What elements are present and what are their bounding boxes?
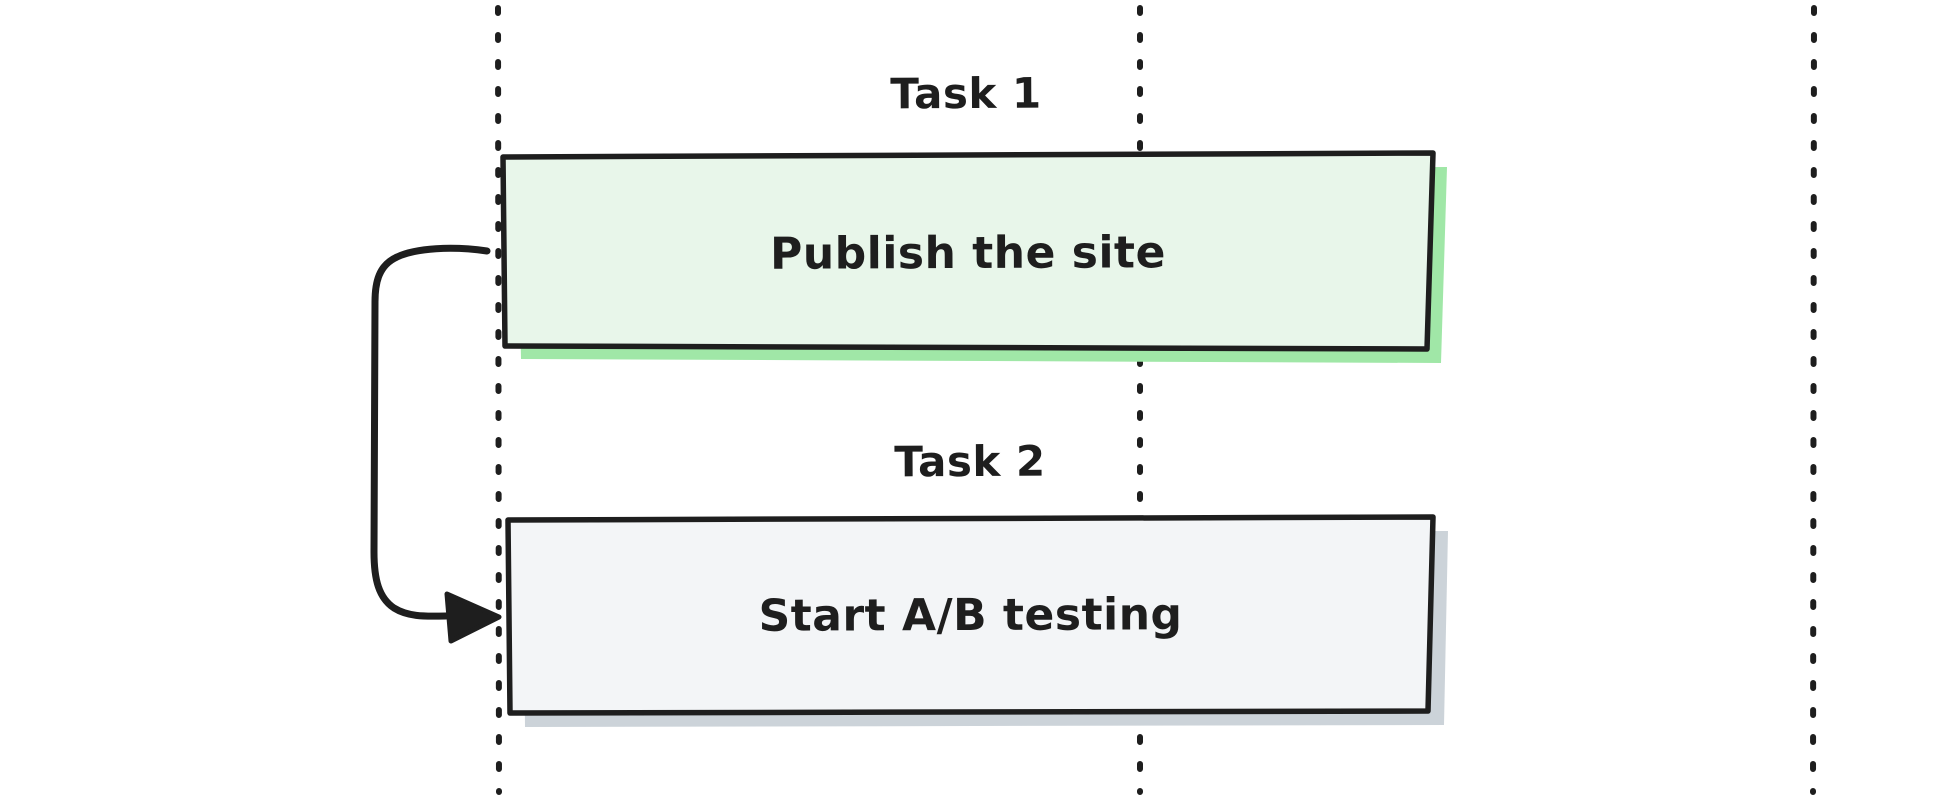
lane-divider-left	[495, 5, 502, 795]
task1-label[interactable]: Task 1	[890, 68, 1042, 119]
task2-title[interactable]: Start A/B testing	[758, 588, 1183, 642]
task1-title[interactable]: Publish the site	[770, 226, 1166, 280]
task2-box[interactable]	[505, 514, 1436, 716]
arrow-line	[370, 244, 491, 620]
task1-box[interactable]	[500, 150, 1436, 352]
arrow-head-icon	[444, 591, 502, 644]
lane-divider-right	[1810, 5, 1817, 795]
task2-label[interactable]: Task 2	[894, 436, 1046, 487]
task1-box-group[interactable]	[500, 150, 1447, 363]
task2-box-group[interactable]	[505, 514, 1448, 727]
dependency-arrow[interactable]	[370, 244, 502, 644]
